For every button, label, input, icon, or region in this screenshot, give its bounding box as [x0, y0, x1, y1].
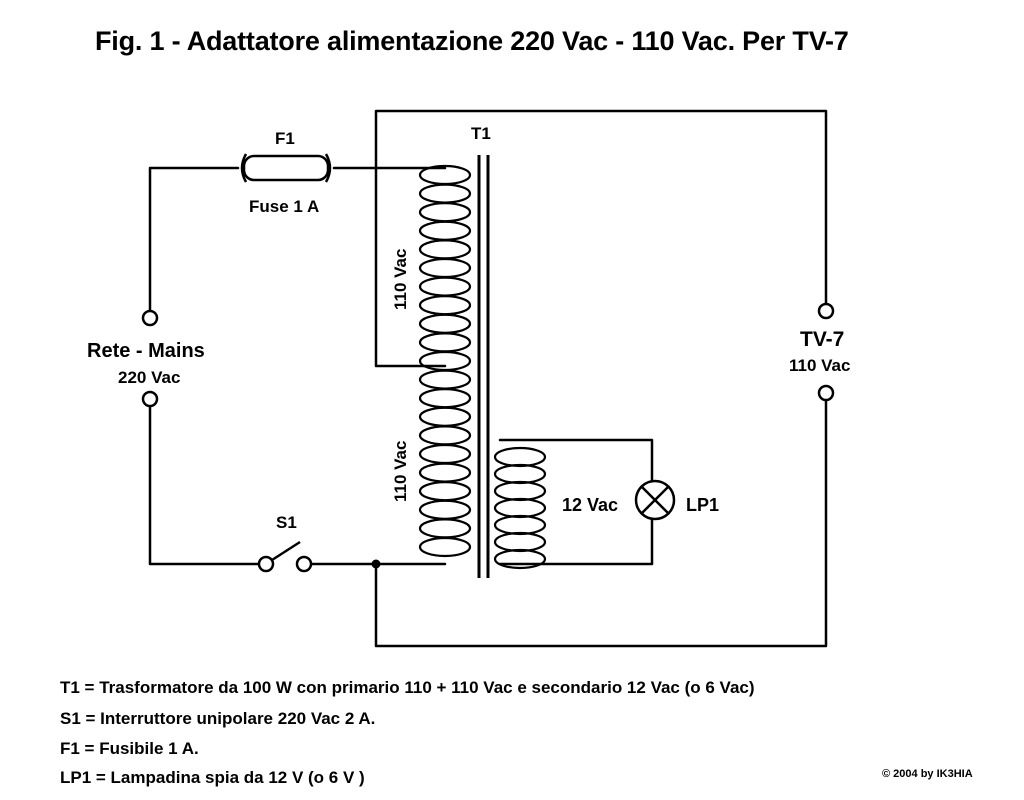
- tv-voltage-label: 110 Vac: [789, 356, 850, 375]
- lamp-ref-label: LP1: [686, 495, 719, 515]
- transformer-ref-label: T1: [471, 124, 491, 143]
- legend-line-t1: T1 = Trasformatore da 100 W con primario…: [60, 678, 755, 697]
- coil-turn: [418, 518, 472, 539]
- mains-terminal-top: [141, 309, 159, 327]
- coil-turn: [493, 463, 547, 485]
- coil-turn: [493, 446, 547, 468]
- coil-turn: [493, 514, 547, 536]
- figure-title: Fig. 1 - Adattatore alimentazione 220 Va…: [95, 26, 849, 56]
- wire-tv-return: [374, 398, 828, 648]
- switch-ref-label: S1: [276, 513, 297, 532]
- coil-turn: [418, 499, 472, 520]
- coil-turn: [418, 350, 472, 372]
- tv-terminal-bottom: [817, 384, 835, 402]
- mains-terminal-bottom: [141, 390, 159, 408]
- coil-turn: [418, 388, 472, 409]
- transformer-core: [477, 155, 490, 578]
- junction-dot: [371, 559, 381, 569]
- coil-turn: [418, 332, 472, 353]
- legend-line-s1: S1 = Interruttore unipolare 220 Vac 2 A.: [60, 709, 376, 728]
- legend-line-f1: F1 = Fusibile 1 A.: [60, 739, 199, 758]
- tv-name-label: TV-7: [800, 328, 844, 351]
- wire-secondary-bottom: [498, 518, 654, 566]
- coil-turn: [418, 239, 472, 260]
- coil-turn: [418, 183, 472, 204]
- fuse-value-label: Fuse 1 A: [249, 197, 319, 216]
- wire-secondary-top: [498, 438, 654, 482]
- copyright-notice: © 2004 by IK3HIA: [882, 768, 973, 780]
- coil-turn: [418, 462, 472, 483]
- wire-mains-to-fuse: [148, 166, 240, 313]
- coil-turn: [418, 313, 472, 334]
- secondary-voltage-label: 12 Vac: [562, 495, 618, 515]
- coil-turn: [418, 369, 472, 390]
- coil-turn: [418, 220, 472, 241]
- fuse-f1: [240, 153, 332, 183]
- secondary-winding: [493, 446, 547, 570]
- primary-bottom-voltage-label: 110 Vac: [391, 441, 410, 502]
- coil-turn: [493, 480, 547, 502]
- legend-line-lp1: LP1 = Lampadina spia da 12 V (o 6 V ): [60, 768, 365, 787]
- lamp-lp1: [634, 479, 676, 521]
- coil-turn: [418, 202, 472, 223]
- coil-turn: [418, 425, 472, 446]
- coil-turn: [493, 531, 547, 553]
- coil-turn: [418, 536, 472, 558]
- fuse-ref-label: F1: [275, 129, 295, 148]
- mains-name-label: Rete - Mains: [87, 340, 205, 362]
- coil-turn: [418, 406, 472, 427]
- wire-center-tap: [374, 109, 828, 368]
- coil-turn: [418, 295, 472, 316]
- tv-terminal-top: [817, 302, 835, 320]
- primary-winding: [418, 164, 472, 558]
- coil-turn: [418, 443, 472, 465]
- coil-turn: [418, 481, 472, 502]
- coil-turn: [418, 276, 472, 297]
- wire-mains-to-switch: [148, 397, 261, 566]
- coil-turn: [493, 548, 547, 570]
- coil-turn: [418, 257, 472, 279]
- primary-top-voltage-label: 110 Vac: [391, 249, 410, 310]
- mains-voltage-label: 220 Vac: [118, 368, 180, 387]
- coil-turn: [493, 497, 547, 519]
- switch-s1: [257, 540, 313, 573]
